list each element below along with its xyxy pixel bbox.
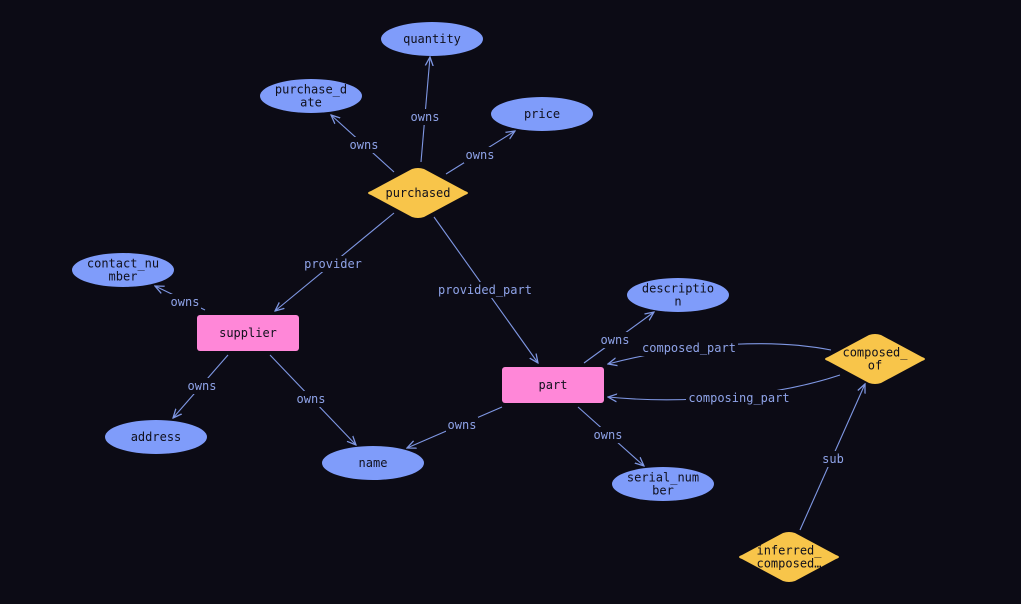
node-label: ate [300, 96, 322, 110]
nodes-layer: quantitypurchase_datepricepurchasedconta… [72, 22, 925, 582]
edge-label: owns [411, 110, 440, 124]
edge-label: owns [601, 333, 630, 347]
node-label: address [131, 430, 182, 444]
edge-label-background [599, 332, 631, 348]
node-label: of [868, 359, 882, 373]
attribute-ellipse [105, 420, 207, 454]
node-label: composed… [756, 557, 821, 571]
edge-e9: owns [583, 312, 654, 364]
edge-e4: provider [275, 212, 395, 311]
edge-label-background [295, 391, 327, 407]
node-label: ber [652, 484, 674, 498]
attribute-ellipse [260, 79, 362, 113]
relation-diamond [739, 532, 839, 582]
relation-diamond [368, 168, 468, 218]
edge-e7: owns [173, 354, 229, 418]
edge-label-background [436, 282, 534, 298]
edge-e6: owns [155, 286, 206, 311]
entity-rectangle [197, 315, 299, 351]
node-label: supplier [219, 326, 277, 340]
attribute-ellipse [72, 253, 174, 287]
node-label: price [524, 107, 560, 121]
entity-node-part[interactable]: part [502, 367, 604, 403]
edge-e2: owns [331, 115, 395, 173]
edge-e10: composed_part [608, 340, 832, 364]
attribute-node-quantity[interactable]: quantity [381, 22, 483, 56]
node-label: purchase_d [275, 83, 347, 97]
edge-label-background [409, 109, 441, 125]
edge-label-background [169, 294, 201, 310]
entity-node-supplier[interactable]: supplier [197, 315, 299, 351]
edge-e15: sub [799, 384, 865, 531]
node-label: contact_nu [87, 257, 159, 271]
edge-e8: owns [269, 354, 356, 445]
edge-e3: owns [445, 131, 515, 175]
edge-label-background [186, 378, 218, 394]
edge-label: owns [171, 295, 200, 309]
edge-label-background [592, 427, 624, 443]
edge-e11: composing_part [608, 374, 841, 406]
edge-label: owns [350, 138, 379, 152]
attribute-ellipse [381, 22, 483, 56]
attribute-ellipse [627, 278, 729, 312]
edge-label-background [464, 147, 496, 163]
node-label: serial_num [627, 471, 699, 485]
node-label: purchased [385, 186, 450, 200]
entity-rectangle [502, 367, 604, 403]
relation-node-purchased[interactable]: purchased [368, 168, 468, 218]
edge-label: owns [188, 379, 217, 393]
relation-node-inferred-composed[interactable]: inferred_composed… [739, 532, 839, 582]
edge-label: provided_part [438, 283, 532, 297]
edge-label: provider [304, 257, 362, 271]
edge-e1: owns [409, 57, 441, 163]
attribute-node-address[interactable]: address [105, 420, 207, 454]
attribute-ellipse [491, 97, 593, 131]
node-label: n [674, 295, 681, 309]
edge-label-background [446, 417, 478, 433]
edges-layer: ownsownsownsproviderprovided_partownsown… [155, 57, 865, 531]
edge-label-background [686, 390, 792, 406]
attribute-node-name[interactable]: name [322, 446, 424, 480]
edge-label-background [348, 137, 380, 153]
edge-label-background [640, 340, 738, 356]
node-label: name [359, 456, 388, 470]
edge-label: composed_part [642, 341, 736, 355]
edge-e13: owns [577, 406, 644, 466]
node-label: quantity [403, 32, 461, 46]
edge-label: owns [594, 428, 623, 442]
edge-label-background [303, 256, 363, 272]
node-label: mber [109, 270, 138, 284]
relation-diamond [825, 334, 925, 384]
edge-label: sub [822, 452, 844, 466]
relation-node-composed-of[interactable]: composed_of [825, 334, 925, 384]
edge-e12: owns [407, 406, 503, 448]
node-label: inferred_ [756, 544, 822, 558]
node-label: descriptio [642, 282, 714, 296]
edge-label: owns [448, 418, 477, 432]
edge-label-background [821, 451, 845, 467]
node-label: part [539, 378, 568, 392]
attribute-ellipse [322, 446, 424, 480]
edge-label: composing_part [688, 391, 789, 405]
edge-label: owns [297, 392, 326, 406]
node-label: composed_ [842, 346, 908, 360]
edge-label: owns [466, 148, 495, 162]
attribute-node-price[interactable]: price [491, 97, 593, 131]
attribute-ellipse [612, 467, 714, 501]
edge-e5: provided_part [433, 216, 538, 363]
